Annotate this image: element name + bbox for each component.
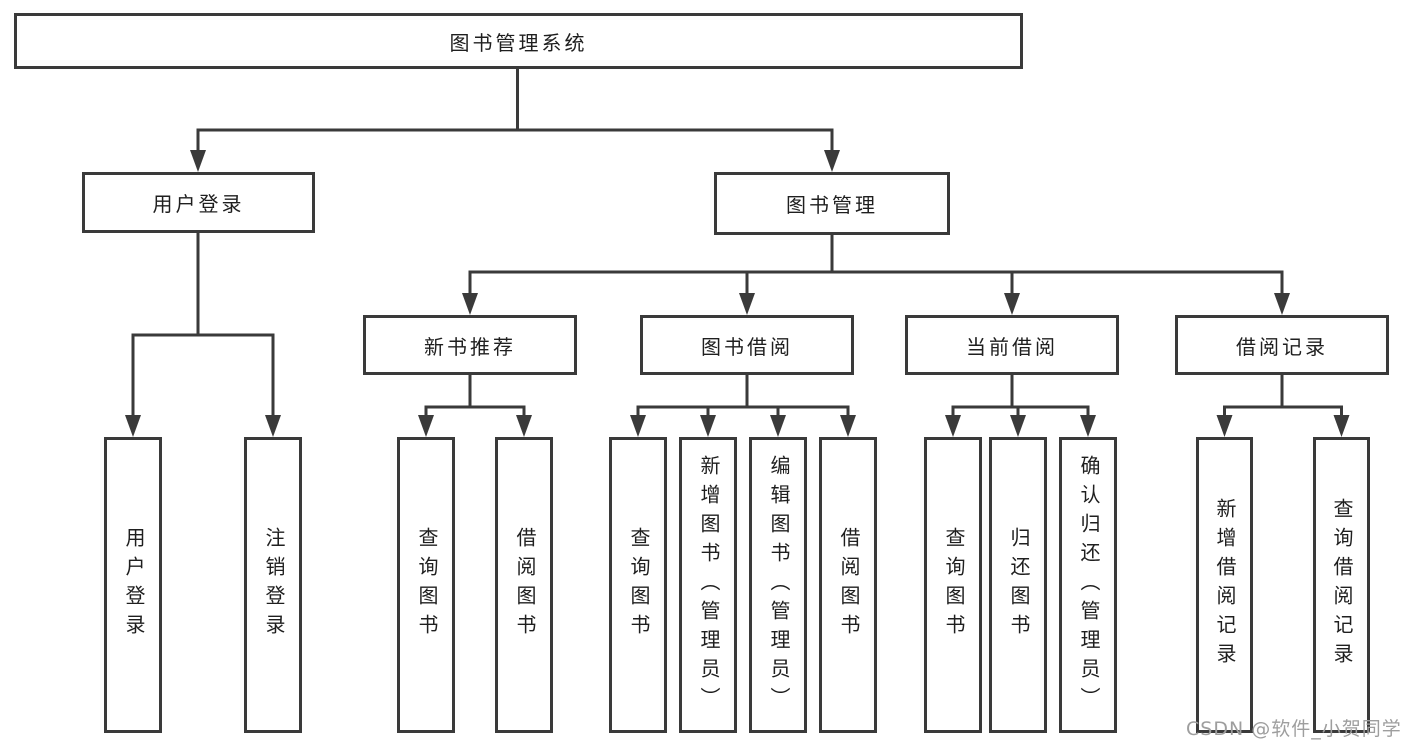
- node-leaf-confirm-return: 确认归还（管理员）: [1059, 437, 1117, 733]
- node-leaf-borrow-book: 借阅图书: [819, 437, 877, 733]
- node-borrow-record: 借阅记录: [1175, 315, 1389, 375]
- node-leaf-edit-book: 编辑图书（管理员）: [749, 437, 807, 733]
- node-leaf-return-book: 归还图书: [989, 437, 1047, 733]
- node-book-borrow: 图书借阅: [640, 315, 854, 375]
- connector-book-mgmt-branch: [462, 235, 1290, 315]
- node-new-book-rec: 新书推荐: [363, 315, 577, 375]
- node-leaf-logout: 注销登录: [244, 437, 302, 733]
- node-user-login: 用户登录: [82, 172, 315, 233]
- node-leaf-query-book: 查询图书: [609, 437, 667, 733]
- connector-current-borrow-branch: [945, 375, 1096, 437]
- node-leaf-borrow-book-rec: 借阅图书: [495, 437, 553, 733]
- connector-book-borrow-branch: [630, 375, 856, 437]
- connector-borrow-record-branch: [1216, 375, 1350, 437]
- node-leaf-query-book-current: 查询图书: [924, 437, 982, 733]
- connector-new-book-branch: [418, 375, 532, 437]
- node-leaf-add-borrow-record: 新增借阅记录: [1196, 437, 1253, 733]
- connector-user-login-branch: [125, 233, 281, 437]
- node-leaf-query-book-rec: 查询图书: [397, 437, 455, 733]
- node-root: 图书管理系统: [14, 13, 1023, 69]
- node-current-borrow: 当前借阅: [905, 315, 1119, 375]
- node-leaf-query-borrow-record: 查询借阅记录: [1313, 437, 1370, 733]
- node-book-mgmt: 图书管理: [714, 172, 950, 235]
- node-leaf-add-book: 新增图书（管理员）: [679, 437, 737, 733]
- watermark: CSDN @软件_小贺同学: [1186, 718, 1402, 740]
- node-leaf-user-login: 用户登录: [104, 437, 162, 733]
- connector-root-branch: [190, 69, 840, 172]
